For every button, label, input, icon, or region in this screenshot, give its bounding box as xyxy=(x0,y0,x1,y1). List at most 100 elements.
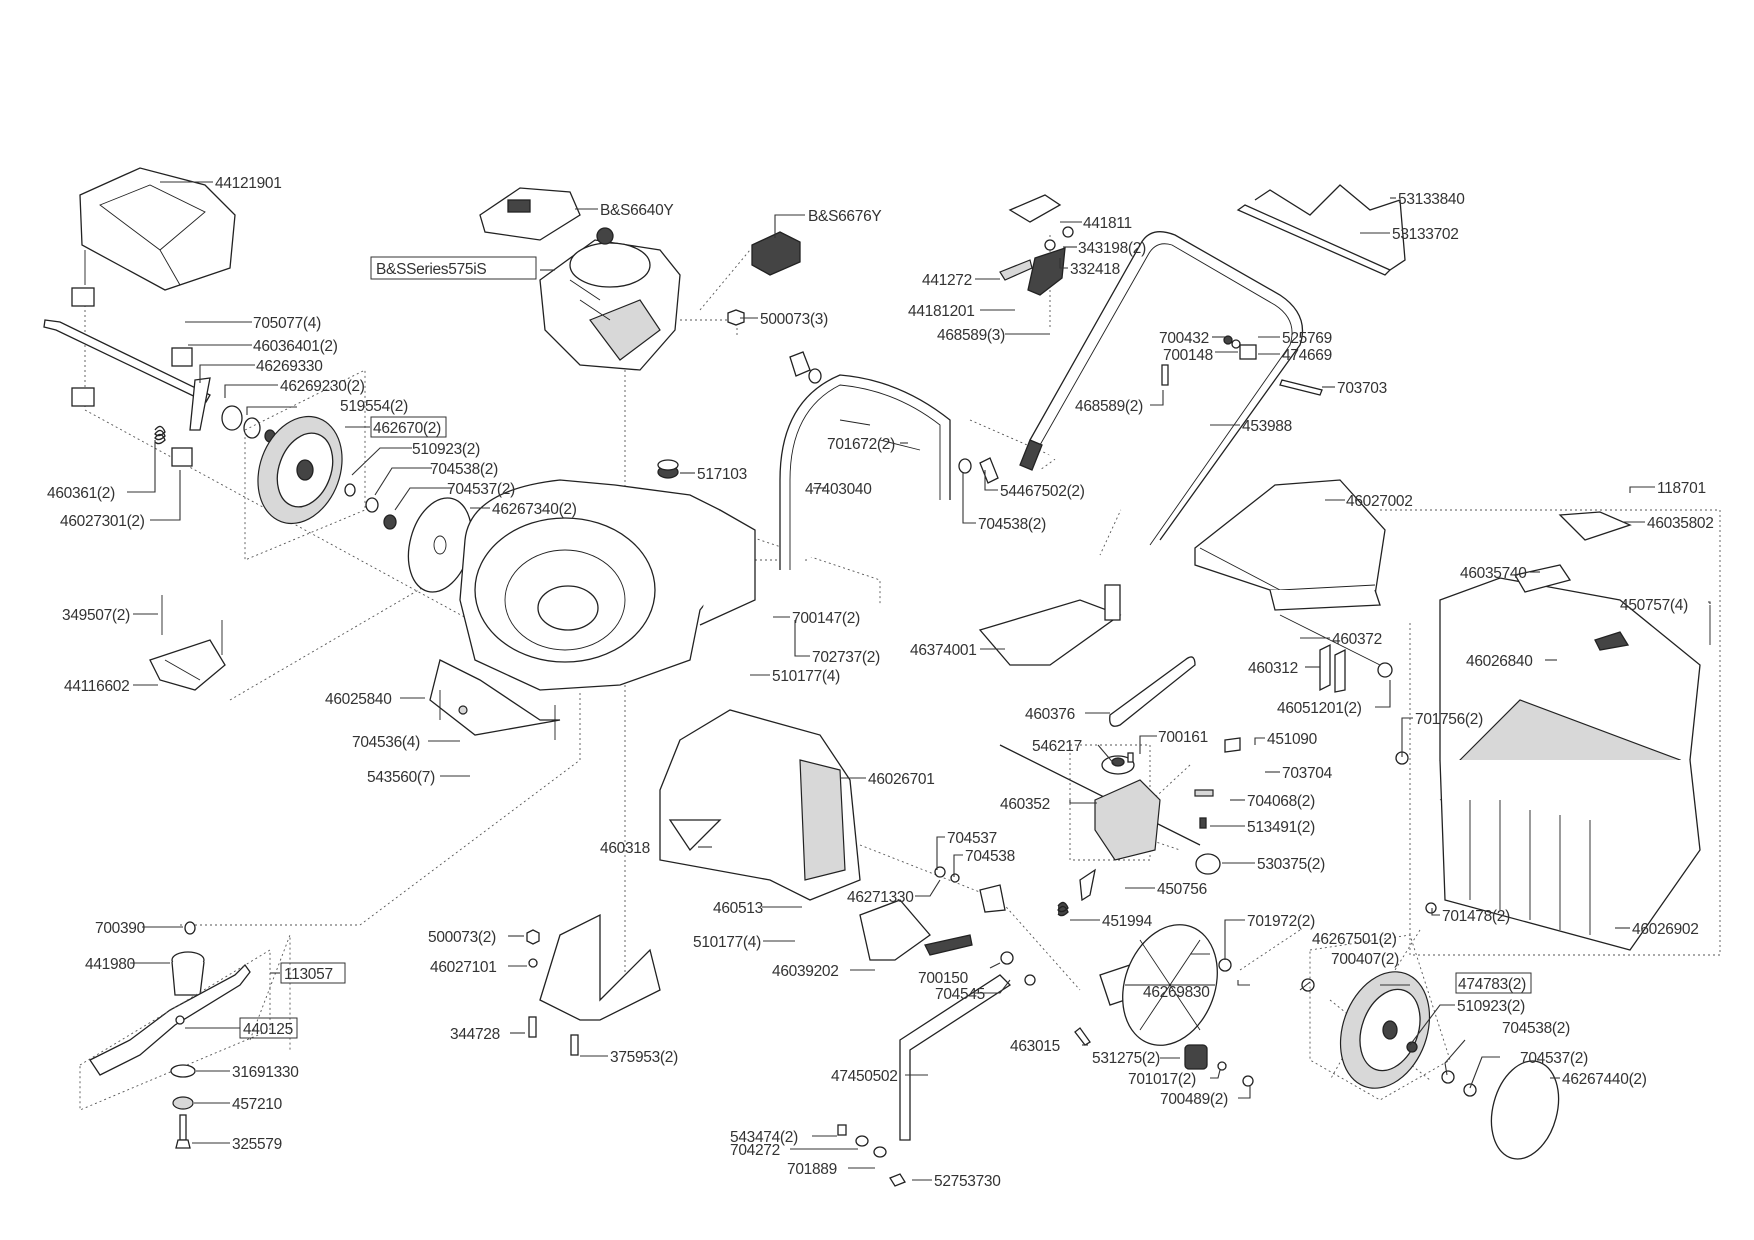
part-label: 700407(2) xyxy=(1331,951,1399,968)
part-label: 31691330 xyxy=(232,1064,299,1081)
part-label: 44121901 xyxy=(215,175,282,192)
blade-fasteners xyxy=(170,1064,196,1149)
part-label: 47403040 xyxy=(805,481,872,498)
part-label: 704537(2) xyxy=(447,481,515,498)
part-label: 46267501(2) xyxy=(1312,931,1397,948)
part-label: 46026840 xyxy=(1466,653,1533,670)
part-label: 701017(2) xyxy=(1128,1071,1196,1088)
part-label: 46039202 xyxy=(772,963,839,980)
rear-axle-handle xyxy=(899,974,1091,1141)
part-label: 46027002 xyxy=(1346,493,1413,510)
part-label: 543560(7) xyxy=(367,769,435,786)
part-label: 462670(2) xyxy=(373,420,441,437)
front-wheel-right xyxy=(1122,924,1560,1160)
part-label: 703704 xyxy=(1282,765,1333,782)
part-label: 543474(2) xyxy=(730,1129,798,1146)
part-label: 46035740 xyxy=(1460,565,1527,582)
engine xyxy=(539,227,681,371)
part-label: 46036401(2) xyxy=(253,338,338,355)
collector-rod xyxy=(1279,614,1393,693)
part-label: 510923(2) xyxy=(1457,998,1525,1015)
part-label: 457210 xyxy=(232,1096,283,1113)
part-label: 700432 xyxy=(1159,330,1209,347)
drive-pinion xyxy=(1184,1044,1254,1087)
part-label: 700147(2) xyxy=(792,610,860,627)
part-label: 44181201 xyxy=(908,303,975,320)
part-label: 451994 xyxy=(1102,913,1153,930)
handle-clip xyxy=(1161,335,1323,396)
part-label: 44116602 xyxy=(64,678,129,695)
handle-fasteners-bottom xyxy=(837,1124,906,1187)
part-label: 53133840 xyxy=(1398,191,1465,208)
part-label: 500073(3) xyxy=(760,311,828,328)
part-label: 460513 xyxy=(713,900,763,917)
collector-lid xyxy=(1194,479,1386,611)
part-label: 460372 xyxy=(1332,631,1382,648)
leader-lines xyxy=(127,181,1711,1181)
part-label: 510177(4) xyxy=(772,668,840,685)
bumper-cover xyxy=(79,167,236,291)
part-label: 700150 xyxy=(918,970,969,987)
part-label: 441811 xyxy=(1083,215,1132,232)
part-label: 113057 xyxy=(284,966,333,983)
part-label: 349507(2) xyxy=(62,607,130,624)
part-label: 513491(2) xyxy=(1247,819,1315,836)
part-label: 519554(2) xyxy=(340,398,408,415)
part-label: 46267440(2) xyxy=(1562,1071,1647,1088)
part-label: 510177(4) xyxy=(693,934,761,951)
collector-fasteners xyxy=(1395,751,1437,914)
part-label: 46026902 xyxy=(1632,921,1699,938)
mower-blade xyxy=(79,949,271,1111)
part-label: 530375(2) xyxy=(1257,856,1325,873)
rear-flap-bracket xyxy=(149,595,226,691)
part-label: 468589(3) xyxy=(937,327,1005,344)
part-label: 460361(2) xyxy=(47,485,115,502)
rear-wheel-left xyxy=(221,369,473,593)
part-label: 451090 xyxy=(1267,731,1318,748)
part-label: 704538(2) xyxy=(1502,1020,1570,1037)
part-label: 517103 xyxy=(697,466,747,483)
part-label: 704068(2) xyxy=(1247,793,1315,810)
part-label: 52753730 xyxy=(934,1173,1001,1190)
part-label: B&S6640Y xyxy=(600,202,673,219)
part-label: B&S6676Y xyxy=(808,208,881,225)
part-label: 703703 xyxy=(1337,380,1387,397)
part-label: 375953(2) xyxy=(610,1049,678,1066)
label-frames xyxy=(239,256,1532,1039)
part-label: 463015 xyxy=(1010,1038,1060,1055)
part-label: 474783(2) xyxy=(1458,976,1526,993)
part-label: 46269230(2) xyxy=(280,378,365,395)
part-label: 46271330 xyxy=(847,889,914,906)
part-label: 440125 xyxy=(243,1021,293,1038)
part-label: 500073(2) xyxy=(428,929,496,946)
part-label: 46269330 xyxy=(256,358,323,375)
part-label: 701972(2) xyxy=(1247,913,1315,930)
part-label: 546217 xyxy=(1032,738,1082,755)
height-adjust xyxy=(859,866,1141,1006)
part-label: 700390 xyxy=(95,920,146,937)
nut-engine xyxy=(727,309,745,326)
part-label: 450757(4) xyxy=(1620,597,1688,614)
part-label: 450756 xyxy=(1157,881,1207,898)
blade-adapter xyxy=(171,921,205,996)
part-label: 704537(2) xyxy=(1520,1050,1588,1067)
part-label: 531275(2) xyxy=(1092,1050,1160,1067)
part-label: 325579 xyxy=(232,1136,282,1153)
upper-handle xyxy=(1019,231,1304,546)
part-label: B&SSeries575iS xyxy=(376,261,486,278)
part-label: 701478(2) xyxy=(1442,908,1510,925)
part-label: 118701 xyxy=(1657,480,1706,497)
part-label: 701889 xyxy=(787,1161,837,1178)
part-label: 702737(2) xyxy=(812,649,880,666)
battery-charger xyxy=(479,187,581,241)
part-label: 53133702 xyxy=(1392,226,1459,243)
part-label: 704272 xyxy=(730,1142,780,1159)
bumper-bracket xyxy=(71,250,193,467)
part-label: 700161 xyxy=(1158,729,1208,746)
part-label: 700148 xyxy=(1163,347,1213,364)
rear-chute xyxy=(659,709,861,901)
part-label: 332418 xyxy=(1070,261,1120,278)
part-label: 46374001 xyxy=(910,642,977,659)
mower-deck xyxy=(429,479,756,740)
